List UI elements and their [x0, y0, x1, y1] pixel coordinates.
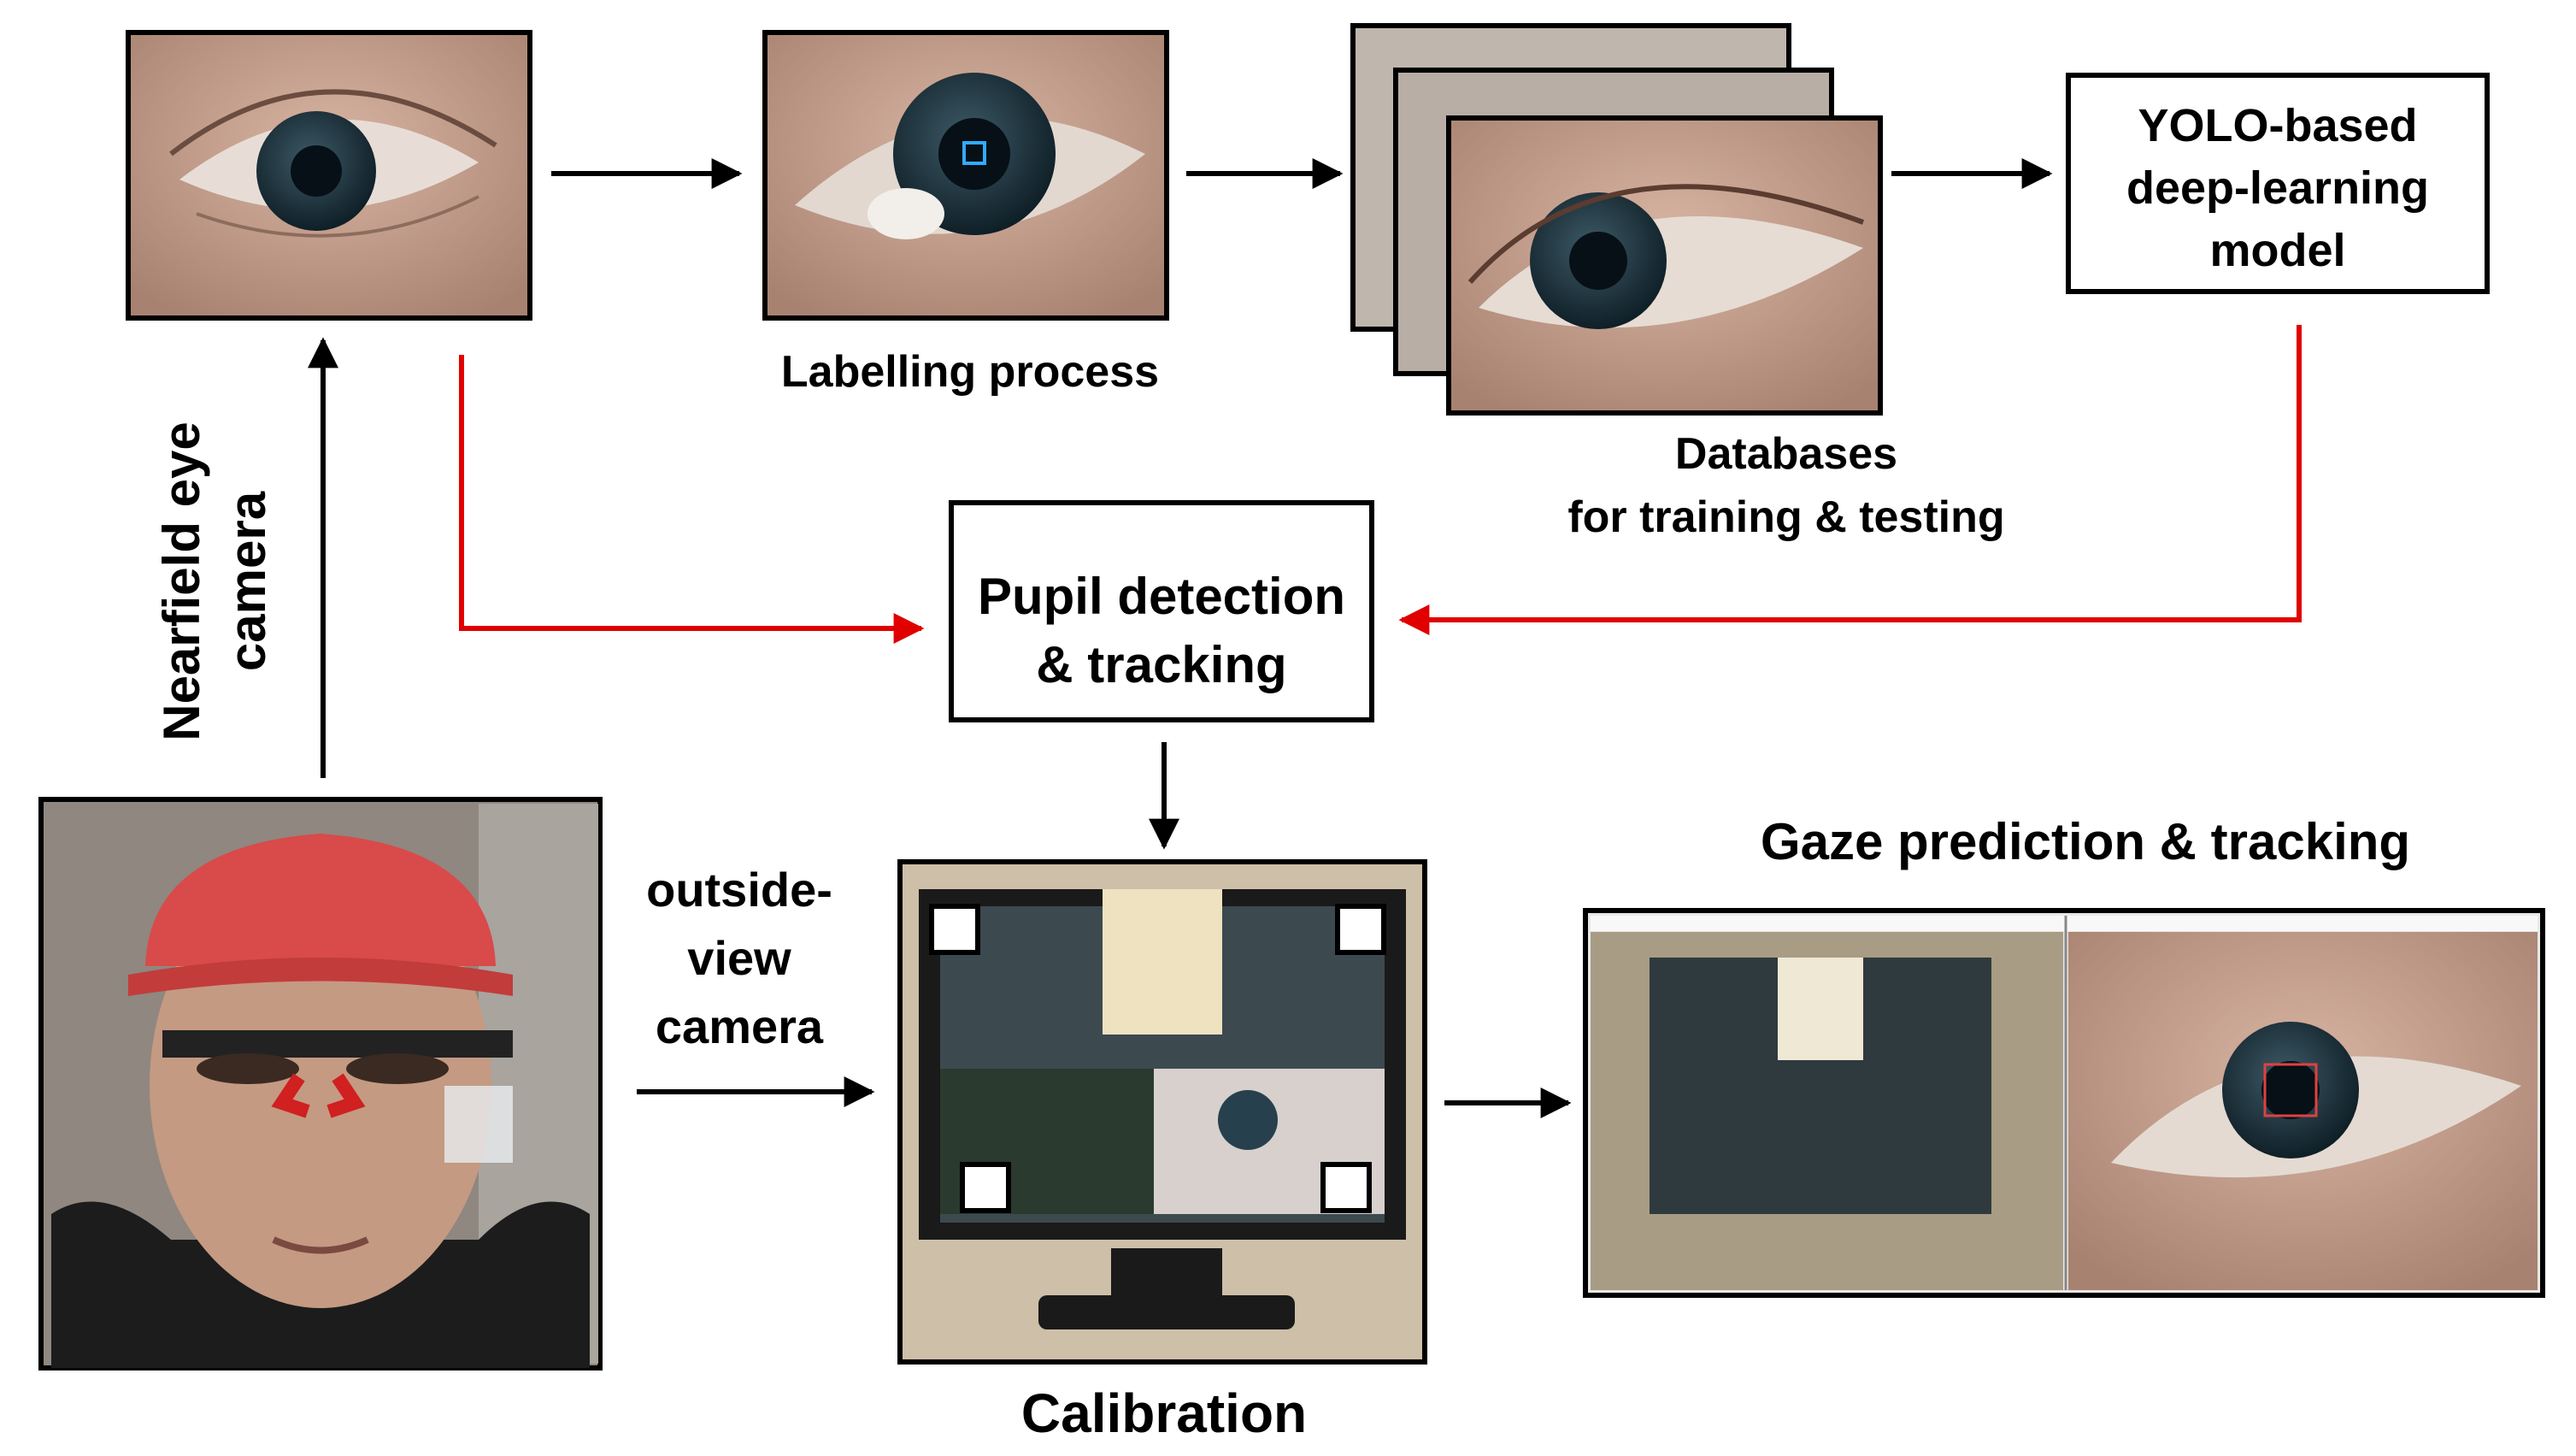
pupil-line-1: Pupil detection: [978, 568, 1345, 625]
flow-arrows: [308, 158, 2053, 1118]
aruco-marker-icon: [1335, 904, 1386, 955]
databases-caption-1: Databases: [1675, 429, 1897, 479]
databases-caption-2: for training & testing: [1567, 492, 2004, 542]
eye-image: [126, 30, 532, 321]
labelled-image: [762, 30, 1169, 321]
nearfield-label-2: camera: [219, 491, 276, 671]
aruco-marker-icon: [1320, 1162, 1372, 1213]
calibration-image: [897, 859, 1427, 1365]
gaze-caption: Gaze prediction & tracking: [1761, 813, 2410, 870]
database-stack: [1350, 23, 1883, 416]
yolo-model-box: YOLO-based deep-learning model: [2066, 73, 2490, 294]
outside-view-label-2: view: [687, 931, 791, 985]
outside-view-label-1: outside-: [646, 863, 832, 917]
arrow-eye-to-pupil: [459, 355, 925, 644]
detection-arrows: [459, 325, 2302, 644]
bounding-box-icon: [962, 141, 986, 165]
calibration-caption: Calibration: [1021, 1382, 1307, 1444]
aruco-marker-icon: [929, 904, 980, 955]
yolo-line-2: deep-learning: [2126, 162, 2429, 214]
labelling-caption: Labelling process: [781, 347, 1159, 397]
nearfield-label-1: Nearfield eye: [153, 421, 210, 741]
pupil-line-2: & tracking: [1036, 636, 1286, 693]
outside-view-label-3: camera: [656, 999, 824, 1053]
yolo-line-3: model: [2209, 225, 2345, 276]
yolo-line-1: YOLO-based: [2138, 100, 2417, 151]
person-photo: [38, 797, 603, 1371]
aruco-marker-icon: [960, 1162, 1011, 1213]
gaze-prediction-image: [1583, 908, 2545, 1298]
arrow-yolo-to-pupil: [1398, 325, 2302, 635]
pupil-detection-box: Pupil detection & tracking: [949, 500, 1374, 722]
